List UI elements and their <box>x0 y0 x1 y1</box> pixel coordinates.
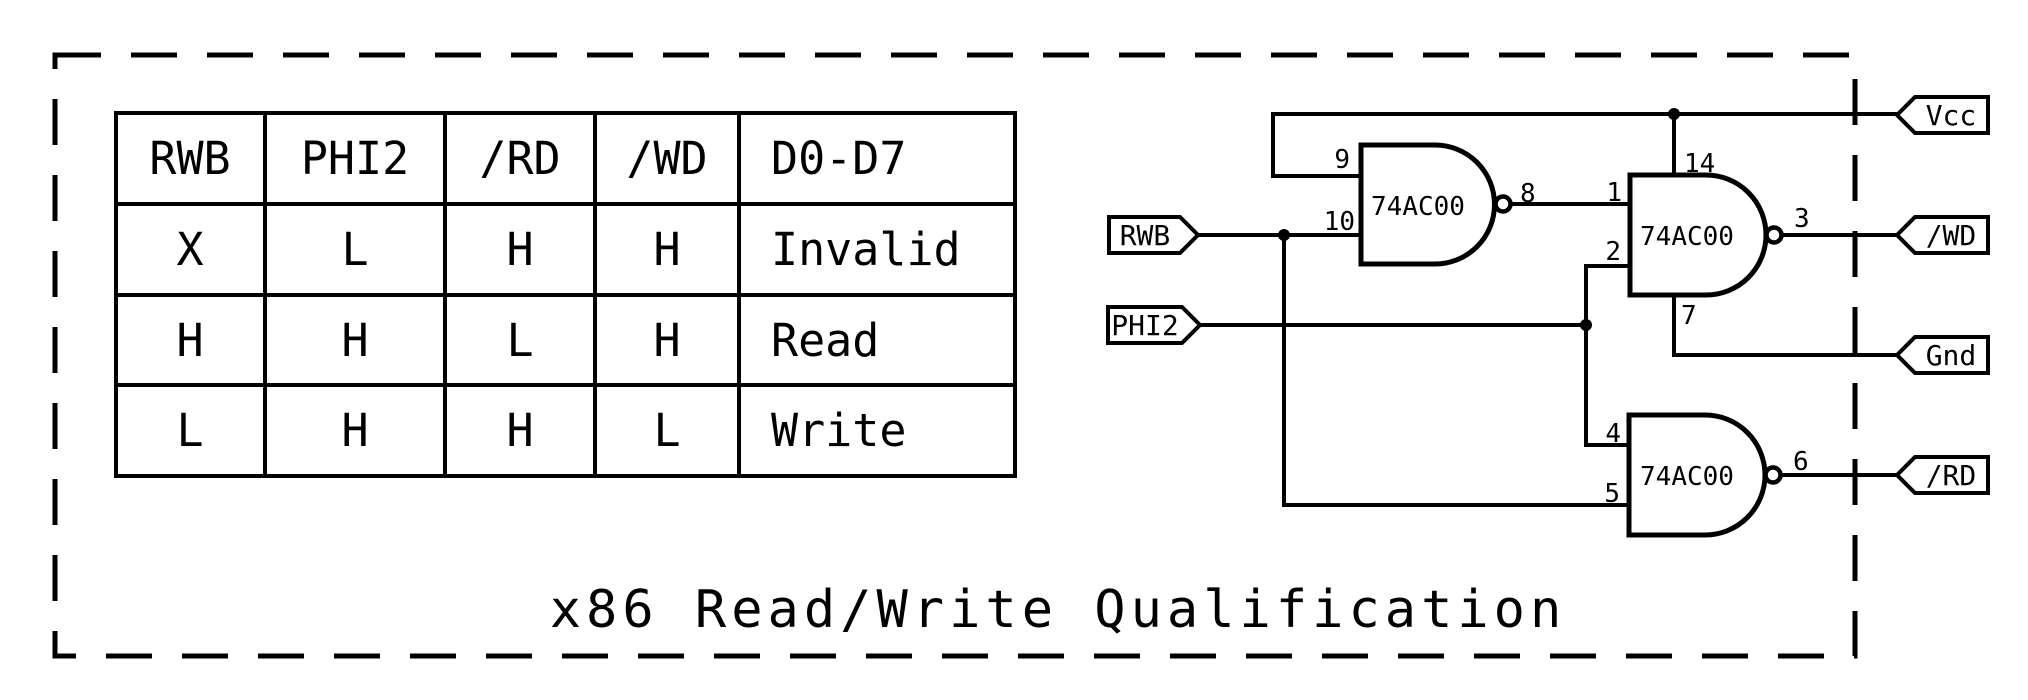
inverter-bubble <box>1493 194 1513 214</box>
wire-vcc-run <box>1271 112 1897 178</box>
gate-part-label: 74AC00 <box>1371 192 1465 222</box>
pin-label-8: 8 <box>1520 179 1536 209</box>
gate-part-label: 74AC00 <box>1640 222 1734 252</box>
junction-dot <box>1580 319 1592 331</box>
net-flag-label: Gnd <box>1926 339 1977 372</box>
nand-gate-2: 74AC00 1 2 3 14 7 <box>1605 149 1809 331</box>
table-cell: Read <box>771 314 879 367</box>
table-cell: H <box>341 314 368 367</box>
sheet-border <box>52 52 1858 659</box>
pin-label-3: 3 <box>1794 204 1810 234</box>
pin-label-14: 14 <box>1684 149 1715 179</box>
pin-label-1: 1 <box>1606 178 1622 208</box>
net-flag-gnd <box>1894 335 1990 375</box>
net-flag-label: PHI2 <box>1111 309 1178 342</box>
net-flag-label: /WD <box>1926 219 1977 252</box>
table-cell: L <box>506 314 533 367</box>
net-flag-wd <box>1894 215 1990 255</box>
net-flag-rwb <box>1107 215 1201 255</box>
junction-dot <box>1278 229 1290 241</box>
pin-label-4: 4 <box>1605 419 1621 449</box>
table-cell: Invalid <box>771 223 961 276</box>
net-flag-label: RWB <box>1120 219 1171 252</box>
inverter-bubble <box>1763 465 1783 485</box>
wire-phi2-up <box>1584 264 1630 325</box>
table-header-rwb: RWB <box>149 132 230 185</box>
net-flag-rd <box>1894 455 1990 495</box>
net-flag-label: /RD <box>1926 459 1977 492</box>
table-header-data: D0-D7 <box>771 132 906 185</box>
input-flags: RWB PHI2 <box>1106 215 1203 345</box>
table-cell: H <box>506 223 533 276</box>
table-cell: L <box>341 223 368 276</box>
table-cell: X <box>176 223 203 276</box>
table-header-phi2: PHI2 <box>301 132 409 185</box>
pin-label-6: 6 <box>1793 447 1809 477</box>
table-cell: H <box>341 404 368 457</box>
table-cell: Write <box>771 404 906 457</box>
table-cell: H <box>506 404 533 457</box>
pin-label-5: 5 <box>1604 479 1620 509</box>
truth-table: RWB PHI2 /RD /WD D0-D7 X L H H Invalid H… <box>114 111 1017 478</box>
table-header-wd: /WD <box>626 132 707 185</box>
net-flag-vcc <box>1894 95 1990 135</box>
wires <box>1198 108 1897 507</box>
pin-label-7: 7 <box>1681 301 1697 331</box>
table-cell: H <box>176 314 203 367</box>
schematic-title: x86 Read/Write Qualification <box>550 580 1567 640</box>
nand-gate-1: 74AC00 9 10 8 <box>1324 142 1536 267</box>
wire-pin7 <box>1672 295 1897 357</box>
output-flags: Vcc /WD Gnd /RD <box>1894 95 1990 495</box>
inverter-bubble <box>1764 225 1784 245</box>
gate-part-label: 74AC00 <box>1640 462 1734 492</box>
nand-gate-3: 74AC00 4 5 6 <box>1604 412 1809 538</box>
table-header-rd: /RD <box>479 132 560 185</box>
wire-rwb-branch <box>1282 235 1629 507</box>
net-flag-phi2 <box>1106 305 1203 345</box>
table-cell: H <box>653 314 680 367</box>
pin-label-2: 2 <box>1605 237 1621 267</box>
table-cell: H <box>653 223 680 276</box>
net-flag-label: Vcc <box>1926 99 1977 132</box>
junction-dot <box>1668 108 1680 120</box>
table-cell: L <box>176 404 203 457</box>
pin-label-10: 10 <box>1324 207 1355 237</box>
table-cell: L <box>653 404 680 457</box>
wire-phi2-down <box>1584 325 1629 447</box>
pin-label-9: 9 <box>1334 145 1350 175</box>
